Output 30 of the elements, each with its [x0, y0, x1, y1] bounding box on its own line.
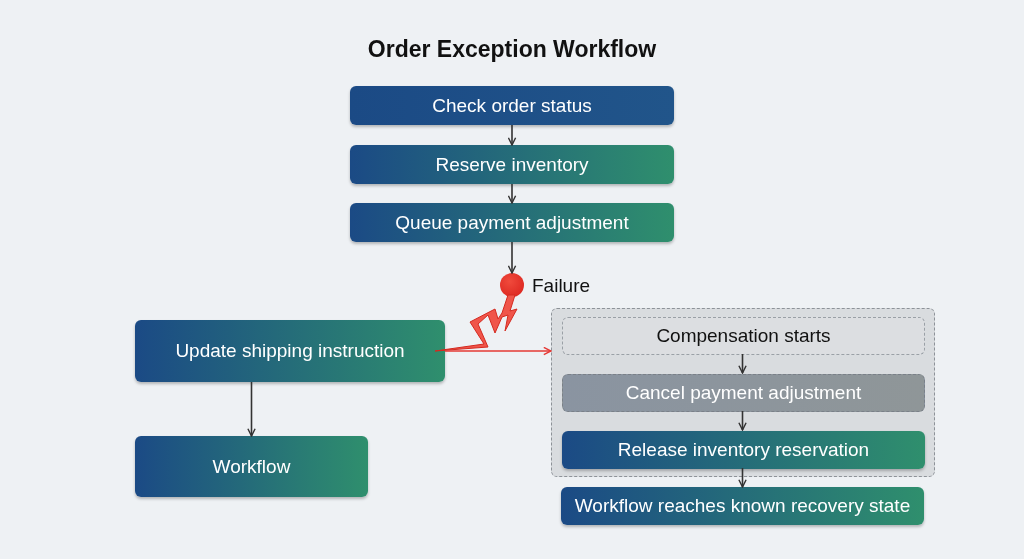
arrow	[738, 467, 747, 488]
process-box	[135, 436, 368, 497]
process-box	[562, 374, 925, 412]
process-box	[561, 487, 924, 525]
arrow	[507, 124, 517, 146]
node-label: Workflow	[212, 455, 291, 478]
process-box	[350, 145, 674, 184]
node-label: Check order status	[432, 94, 592, 117]
node-caption: Failure	[532, 275, 591, 297]
node-label: Cancel payment adjustment	[625, 382, 862, 404]
process-box	[135, 320, 445, 382]
failure-circle	[500, 273, 524, 297]
process-box	[350, 203, 674, 242]
arrow	[738, 410, 747, 431]
arrow	[247, 381, 256, 437]
node-label: Reserve inventory	[435, 153, 589, 176]
arrow	[507, 183, 517, 204]
node-label: Compensation starts	[656, 325, 831, 347]
diagram-title: Order Exception Workflow	[366, 36, 658, 63]
node-label: Release inventory reservation	[617, 439, 870, 461]
process-box	[350, 86, 674, 125]
process-box	[562, 317, 925, 355]
arrow	[444, 346, 552, 356]
process-box	[562, 431, 925, 469]
arrow	[738, 353, 747, 374]
node-label: Queue payment adjustment	[395, 211, 629, 234]
group-container	[551, 308, 935, 477]
arrow	[507, 241, 517, 274]
node-label: Update shipping instruction	[175, 340, 405, 362]
node-label: Workflow reaches known recovery state	[574, 495, 911, 517]
